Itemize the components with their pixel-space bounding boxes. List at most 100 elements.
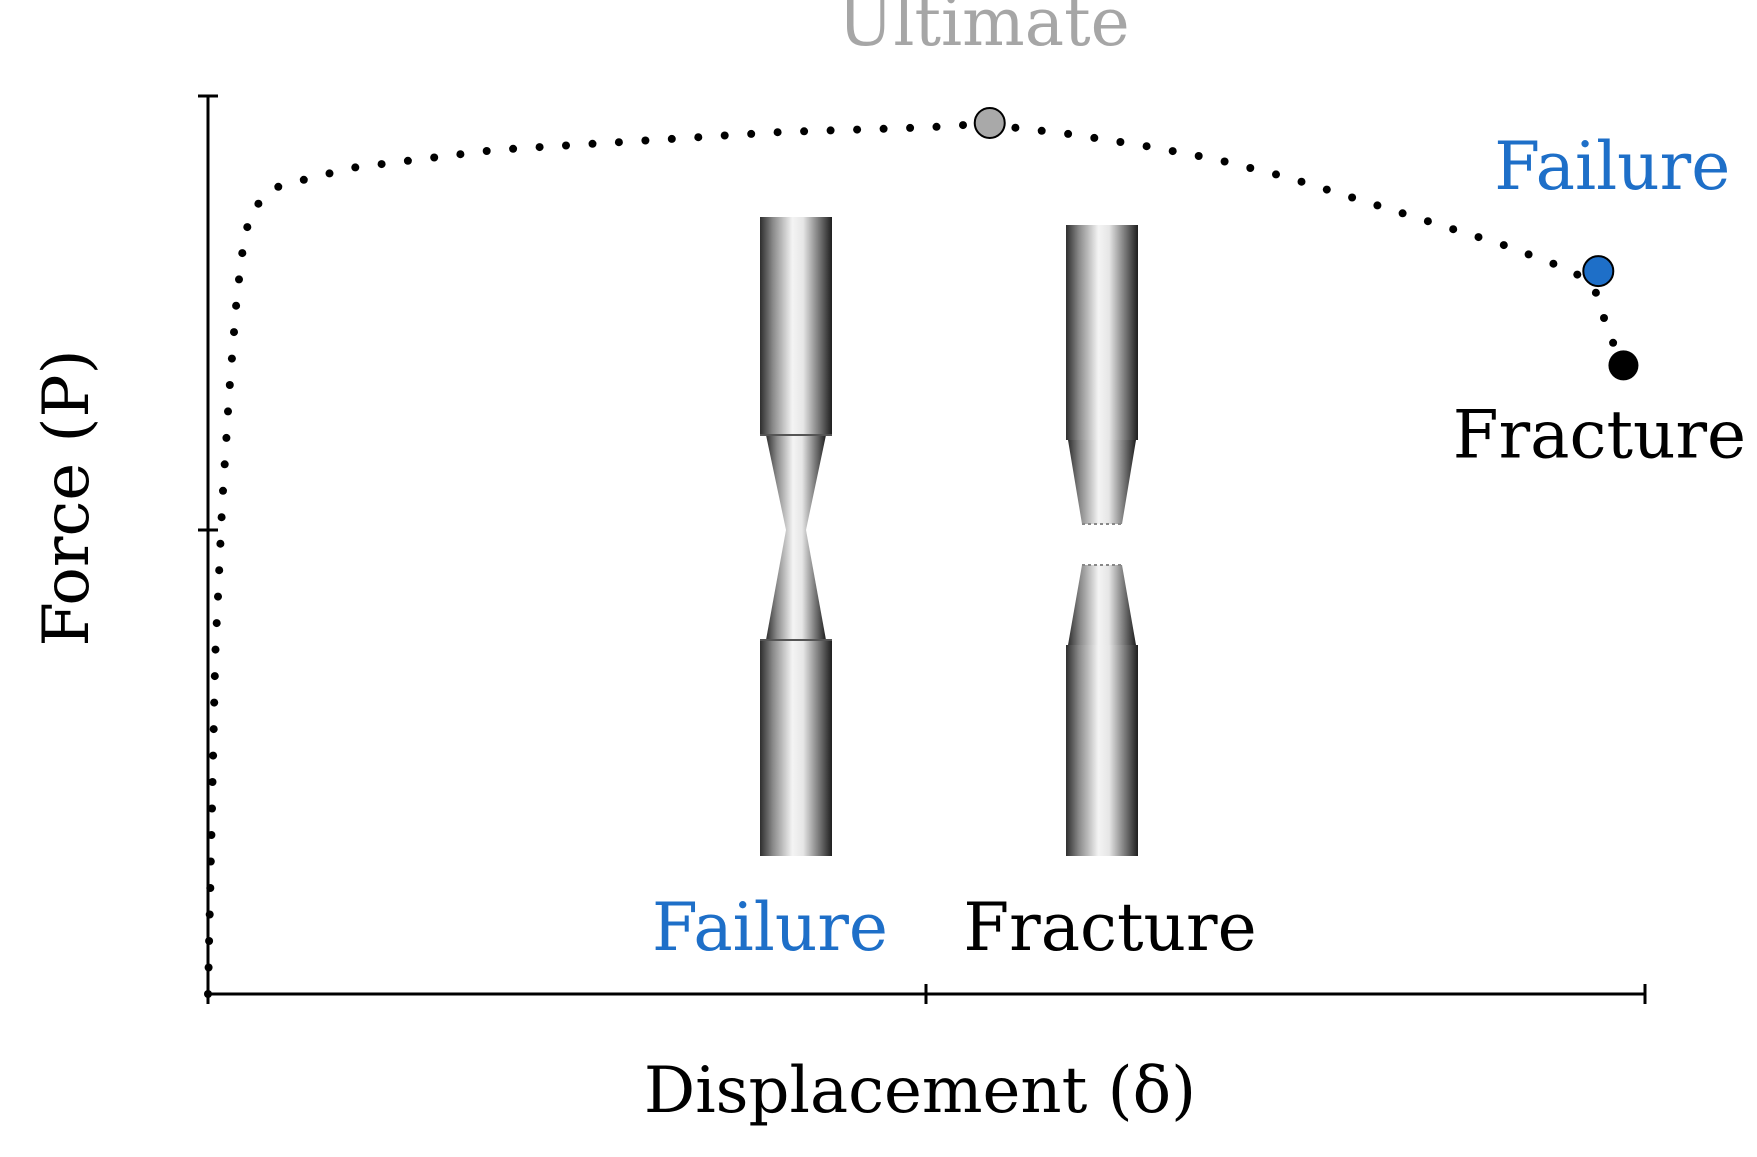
failure-specimen-lower-grip [760,640,832,856]
failure-point-label: Failure [1494,128,1730,205]
curve-dot [212,619,221,628]
curve-dot [694,133,703,142]
curve-dot [216,539,225,548]
curve-dot [1220,157,1229,166]
curve-dot [826,126,835,135]
failure-marker [1582,255,1615,288]
curve-dot [1573,270,1582,279]
curve-dot [217,513,226,522]
curve-dot [227,354,236,363]
curve-dot [208,804,216,813]
fracture-specimen-lower-grip [1066,645,1138,856]
ultimate-point-label: Ultimate [838,0,1130,61]
curve-dot [1398,209,1407,218]
curve-dot [206,884,215,892]
y-axis-label: Force (P) [30,349,104,646]
curve-dot [667,134,676,143]
curve-dot [641,136,650,145]
curve-dot [535,143,544,152]
x-axis-label: Displacement (δ) [644,1054,1196,1128]
curve-dot [430,153,439,162]
fracture-specimen-upper-grip [1066,225,1138,440]
curve-dot [1474,233,1483,242]
curve-dot [1168,147,1177,156]
curve-dot [1499,241,1508,250]
failure-specimen-label: Failure [652,889,888,966]
failure-specimen-upper-neck [766,435,826,530]
fracture-specimen-illustration [1066,225,1138,856]
curve-dot [214,592,222,601]
curve-dot [220,460,229,469]
curve-dot [224,407,232,416]
curve-dot [232,301,241,310]
ultimate-marker [973,106,1006,139]
force-displacement-curve [204,119,1618,998]
curve-dot [1297,177,1306,186]
curve-dot [1194,152,1203,160]
curve-dot [377,160,386,169]
curve-dot [208,778,217,786]
curve-dot [1116,138,1125,146]
curve-dot [1064,129,1073,138]
curve-dot [274,182,283,191]
curve-dot [325,169,334,178]
curve-dot [800,127,809,136]
curve-dot [204,990,212,998]
curve-dot [906,123,915,132]
curve-dot [219,486,227,495]
curve-dot [1246,164,1255,172]
curve-dot [222,433,231,442]
curve-dot [562,141,570,150]
curve-dot [1449,225,1458,234]
failure-specimen-upper-grip [760,217,832,435]
axes [198,94,1647,1004]
curve-dot [209,751,218,760]
curve-dot [1090,133,1099,142]
curve-dot [254,199,263,208]
curve-dot [747,129,756,138]
curve-dot [225,381,234,389]
curve-dot [773,128,782,137]
curve-dot [207,831,216,839]
curve-dot [932,122,941,131]
curve-dot [1373,201,1382,210]
curve-dot [210,698,219,707]
curve-dot [403,156,412,165]
curve-dot [1037,126,1046,135]
curve-dot [206,857,215,866]
curve-dot [1322,185,1331,194]
curve-dot [243,223,252,232]
fracture-point-label: Fracture [1453,396,1746,473]
curve-dot [1142,142,1151,151]
curve-dot [509,144,518,153]
curve-dot [209,725,218,734]
curve-dot [1524,250,1533,259]
curve-dot [235,275,243,284]
curve-dot [210,672,219,681]
fracture-specimen-lower-neck [1068,565,1136,645]
failure-specimen-illustration [760,217,832,856]
curve-dot [853,125,862,134]
curve-dot [1549,259,1558,268]
curve-dot [482,147,491,155]
curve-dot [230,328,238,337]
curve-dot [238,249,247,258]
curve-dot [211,645,220,654]
curve-dot [204,963,213,972]
curve-dot [959,121,967,130]
curve-dot [1272,170,1280,179]
fracture-specimen-label: Fracture [963,889,1256,966]
curve-dot [351,163,360,172]
curve-dot [456,150,465,159]
curve-dot [1609,338,1618,347]
fracture-marker [1608,350,1639,381]
curve-dot [299,175,308,184]
curve-dot [614,138,623,147]
curve-dot [215,566,224,575]
failure-specimen-lower-neck [766,530,826,640]
curve-dot [879,124,888,133]
curve-dot [720,131,729,140]
curve-dot [1011,123,1020,132]
